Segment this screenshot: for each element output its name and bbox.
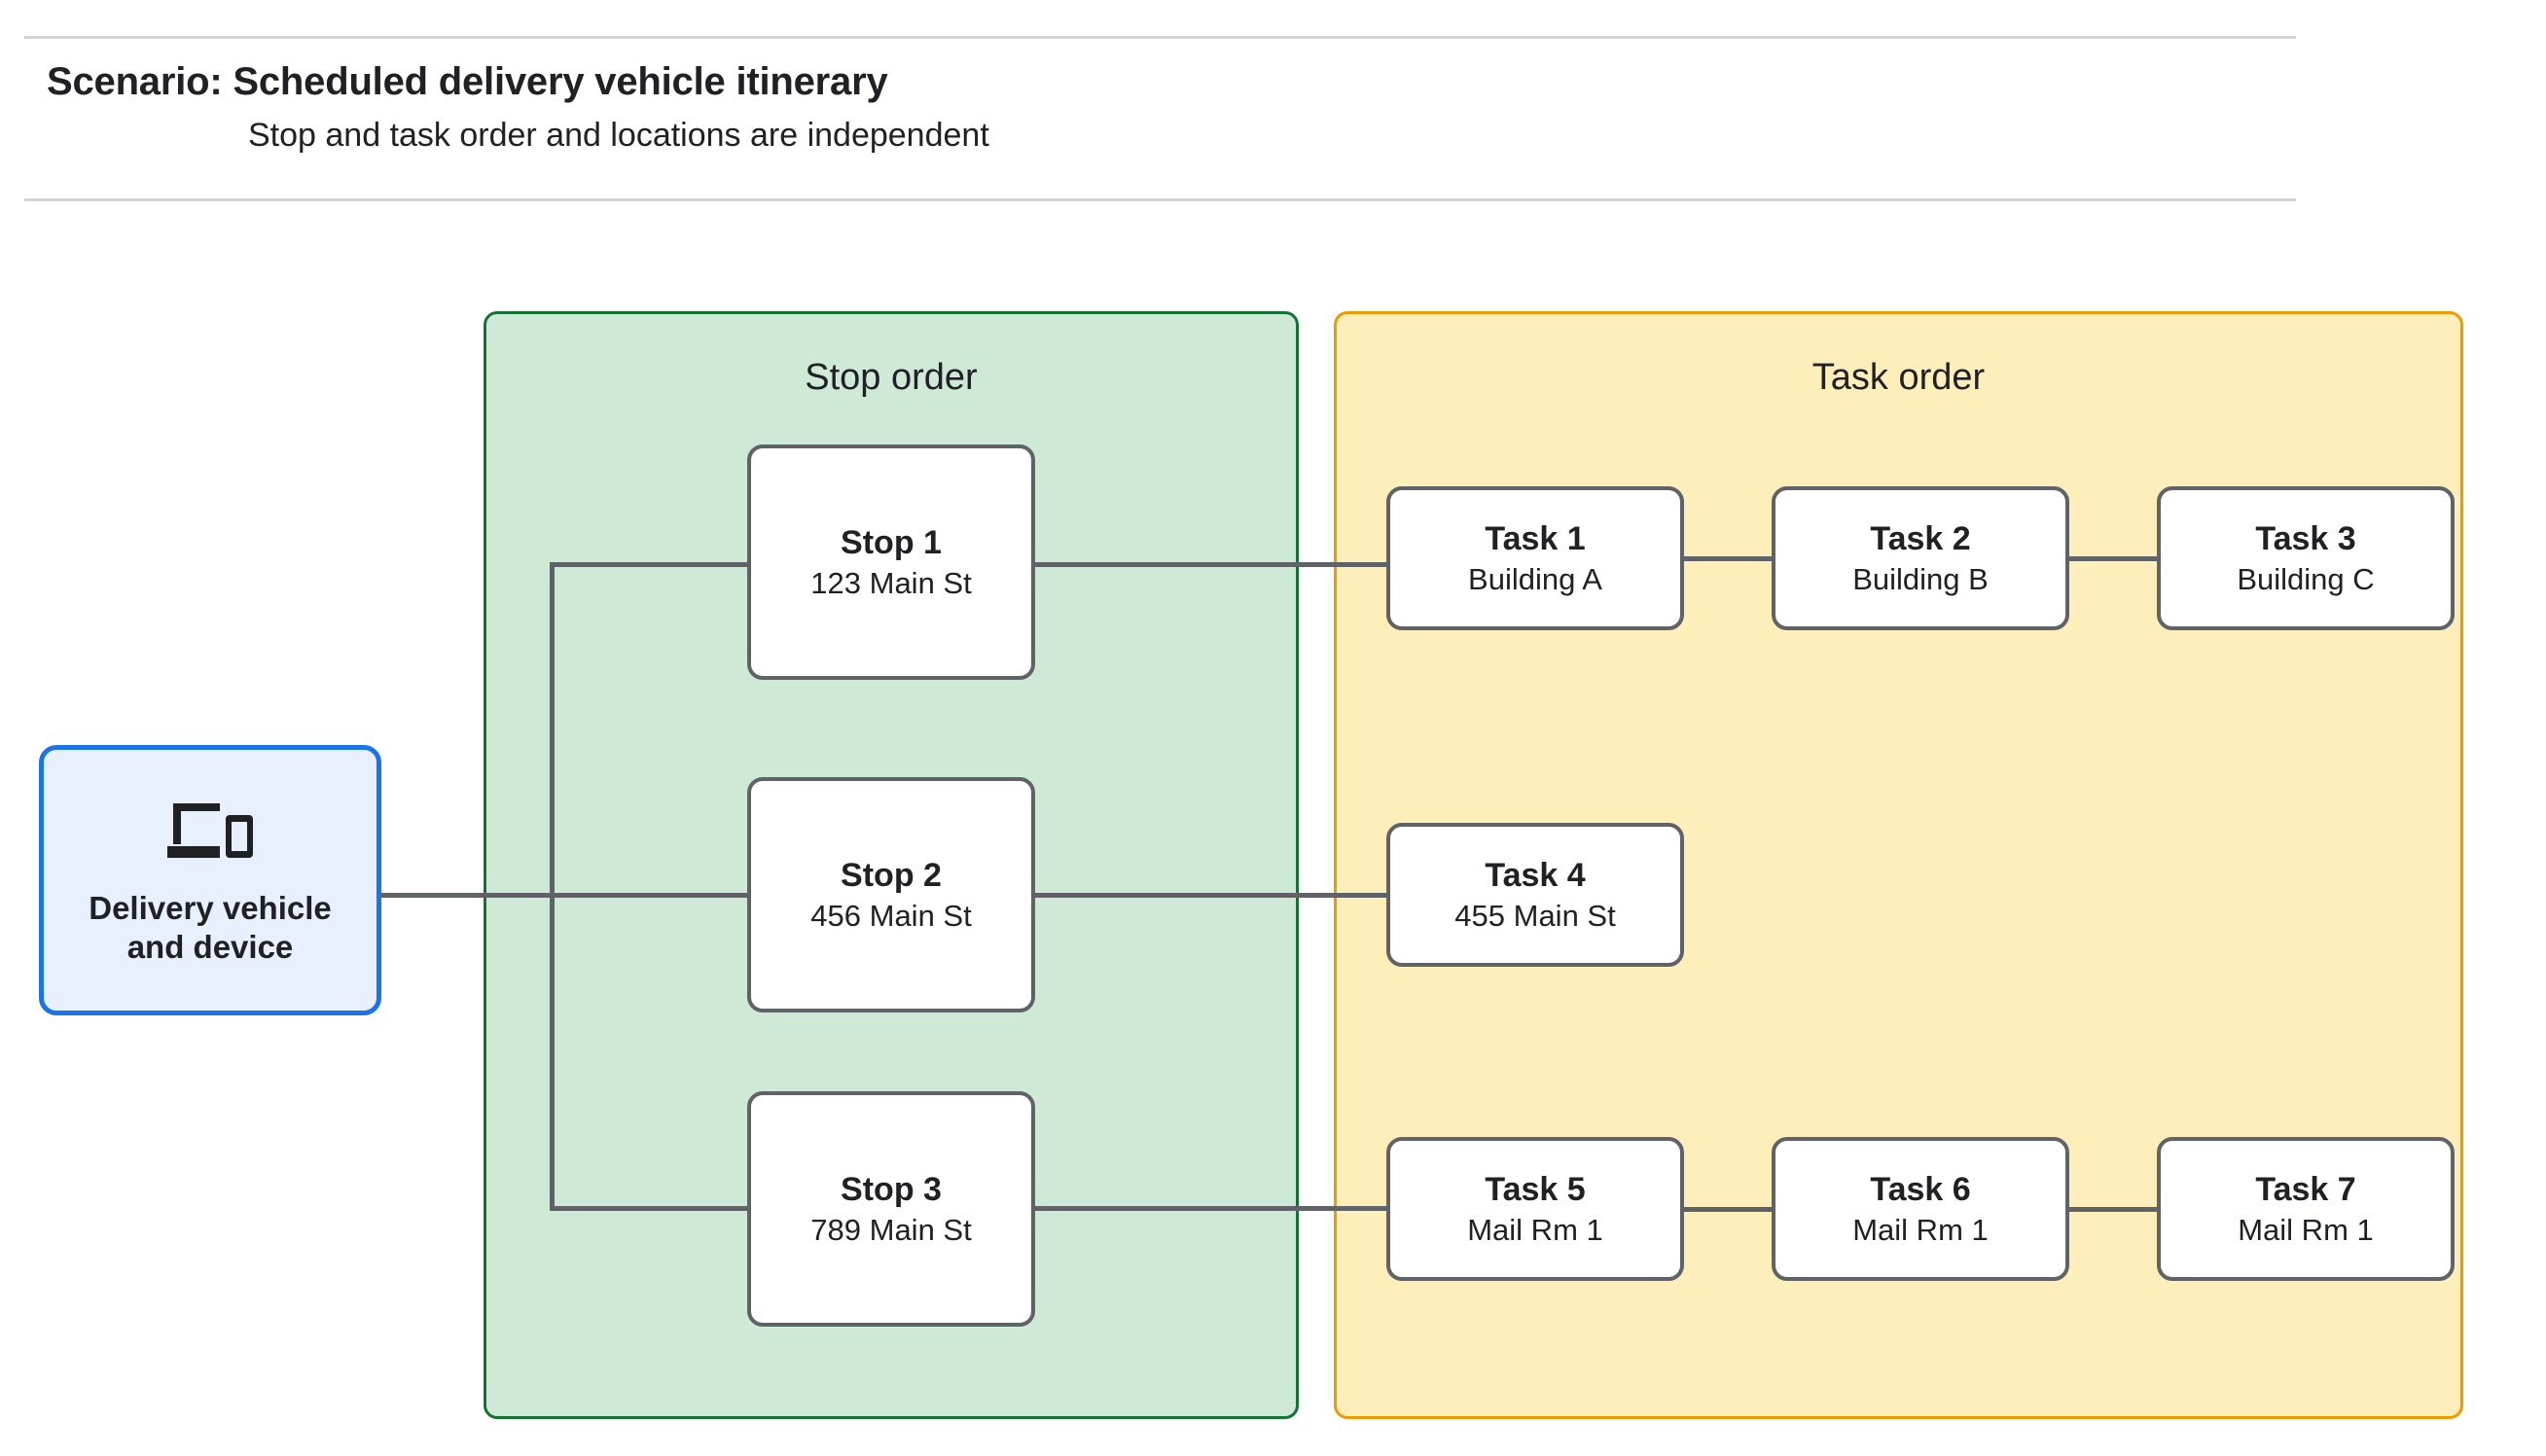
task-order-panel-title: Task order bbox=[1811, 357, 1986, 398]
delivery-vehicle-and-device-node[interactable]: Delivery vehicle and device bbox=[39, 745, 381, 1015]
task-node-location: Building C bbox=[2237, 561, 2375, 596]
stop-node-1[interactable]: Stop 1 123 Main St bbox=[747, 444, 1035, 680]
device-label-line1: Delivery vehicle bbox=[89, 889, 332, 926]
stop-node-title: Stop 3 bbox=[841, 1170, 942, 1208]
task-node-location: Mail Rm 1 bbox=[1467, 1212, 1603, 1247]
stop-node-address: 123 Main St bbox=[810, 565, 972, 600]
stop-node-title: Stop 1 bbox=[841, 523, 942, 561]
page-title: Scenario: Scheduled delivery vehicle iti… bbox=[47, 60, 888, 103]
task-node-title: Task 7 bbox=[2255, 1170, 2356, 1208]
stop-node-address: 789 Main St bbox=[810, 1212, 972, 1247]
task-node-3[interactable]: Task 3 Building C bbox=[2157, 486, 2455, 630]
task-node-5[interactable]: Task 5 Mail Rm 1 bbox=[1386, 1137, 1684, 1281]
task-node-location: Building B bbox=[1852, 561, 1989, 596]
task-node-location: 455 Main St bbox=[1454, 898, 1616, 933]
stop-node-title: Stop 2 bbox=[841, 856, 942, 894]
stop-node-3[interactable]: Stop 3 789 Main St bbox=[747, 1091, 1035, 1327]
connector-trunk-to-stop-1 bbox=[550, 562, 749, 567]
task-node-title: Task 6 bbox=[1870, 1170, 1971, 1208]
task-node-2[interactable]: Task 2 Building B bbox=[1772, 486, 2069, 630]
connector-stop-1-to-task-1 bbox=[1033, 562, 1388, 567]
device-label: Delivery vehicle and device bbox=[89, 889, 332, 968]
connector-stop-trunk bbox=[550, 562, 555, 1211]
header-rule-bottom bbox=[24, 198, 2296, 201]
connector-trunk-to-stop-3 bbox=[550, 1206, 749, 1211]
task-node-7[interactable]: Task 7 Mail Rm 1 bbox=[2157, 1137, 2455, 1281]
task-node-4[interactable]: Task 4 455 Main St bbox=[1386, 823, 1684, 967]
task-node-1[interactable]: Task 1 Building A bbox=[1386, 486, 1684, 630]
connector-task-6-to-task-7 bbox=[2067, 1207, 2159, 1212]
connector-task-2-to-task-3 bbox=[2067, 556, 2159, 561]
stop-node-address: 456 Main St bbox=[810, 898, 972, 933]
connector-device-to-stops bbox=[381, 893, 553, 898]
task-node-title: Task 3 bbox=[2255, 519, 2356, 557]
task-node-location: Mail Rm 1 bbox=[1852, 1212, 1989, 1247]
task-node-title: Task 5 bbox=[1485, 1170, 1586, 1208]
task-node-6[interactable]: Task 6 Mail Rm 1 bbox=[1772, 1137, 2069, 1281]
connector-stop-3-to-task-5 bbox=[1033, 1206, 1388, 1211]
stop-order-panel-title: Stop order bbox=[805, 357, 978, 398]
header-rule-top bbox=[24, 36, 2296, 39]
task-node-title: Task 4 bbox=[1485, 856, 1586, 894]
connector-task-1-to-task-2 bbox=[1682, 556, 1774, 561]
connector-stop-2-to-task-4 bbox=[1033, 893, 1388, 898]
task-node-location: Building A bbox=[1468, 561, 1602, 596]
devices-icon bbox=[167, 802, 253, 858]
device-label-line2: and device bbox=[126, 929, 294, 965]
task-node-location: Mail Rm 1 bbox=[2238, 1212, 2374, 1247]
task-node-title: Task 1 bbox=[1485, 519, 1586, 557]
stop-node-2[interactable]: Stop 2 456 Main St bbox=[747, 777, 1035, 1012]
connector-trunk-to-stop-2 bbox=[550, 893, 749, 898]
page-subtitle: Stop and task order and locations are in… bbox=[248, 117, 989, 154]
task-node-title: Task 2 bbox=[1870, 519, 1971, 557]
connector-task-5-to-task-6 bbox=[1682, 1207, 1774, 1212]
